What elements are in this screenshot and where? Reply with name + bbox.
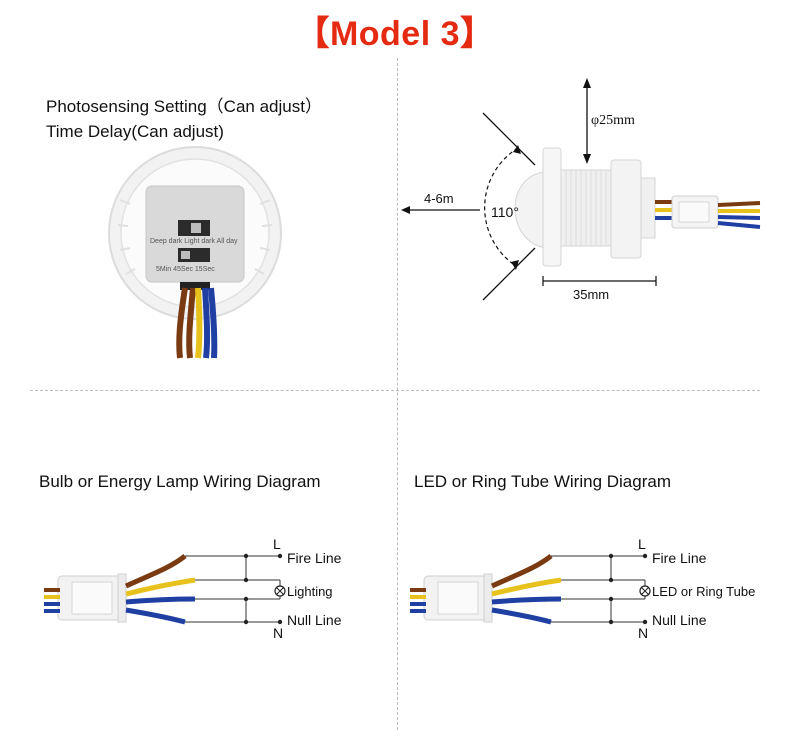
range-label: 4-6m (424, 191, 454, 206)
bulb-diagram-title: Bulb or Energy Lamp Wiring Diagram (39, 472, 321, 491)
horizontal-divider (30, 390, 760, 391)
page-title: 【Model 3】 (295, 15, 495, 53)
light-dial-label: Deep dark Light dark All day (150, 238, 238, 245)
led-load-label: LED or Ring Tube (652, 584, 756, 599)
bulb-n-label: N (273, 625, 284, 641)
angle-label: 110° (491, 204, 519, 220)
diameter-label: φ25mm (591, 113, 635, 128)
time-delay-label: Time Delay(Can adjust) (46, 122, 224, 141)
led-null-line-label: Null Line (652, 612, 707, 628)
bulb-lighting-label: Lighting (287, 584, 333, 599)
time-dial-label: 5Min 45Sec 15Sec (156, 266, 215, 273)
bulb-fire-line-label: Fire Line (287, 550, 342, 566)
length-label: 35mm (573, 287, 610, 302)
led-diagram-title: LED or Ring Tube Wiring Diagram (414, 472, 671, 491)
photosensing-setting-label: Photosensing Setting（Can adjust） (46, 97, 322, 116)
led-fire-line-label: Fire Line (652, 550, 707, 566)
vertical-divider (397, 58, 398, 730)
bulb-l-label: L (273, 536, 281, 552)
bulb-null-line-label: Null Line (287, 612, 342, 628)
led-n-label: N (638, 625, 649, 641)
led-l-label: L (638, 536, 646, 552)
